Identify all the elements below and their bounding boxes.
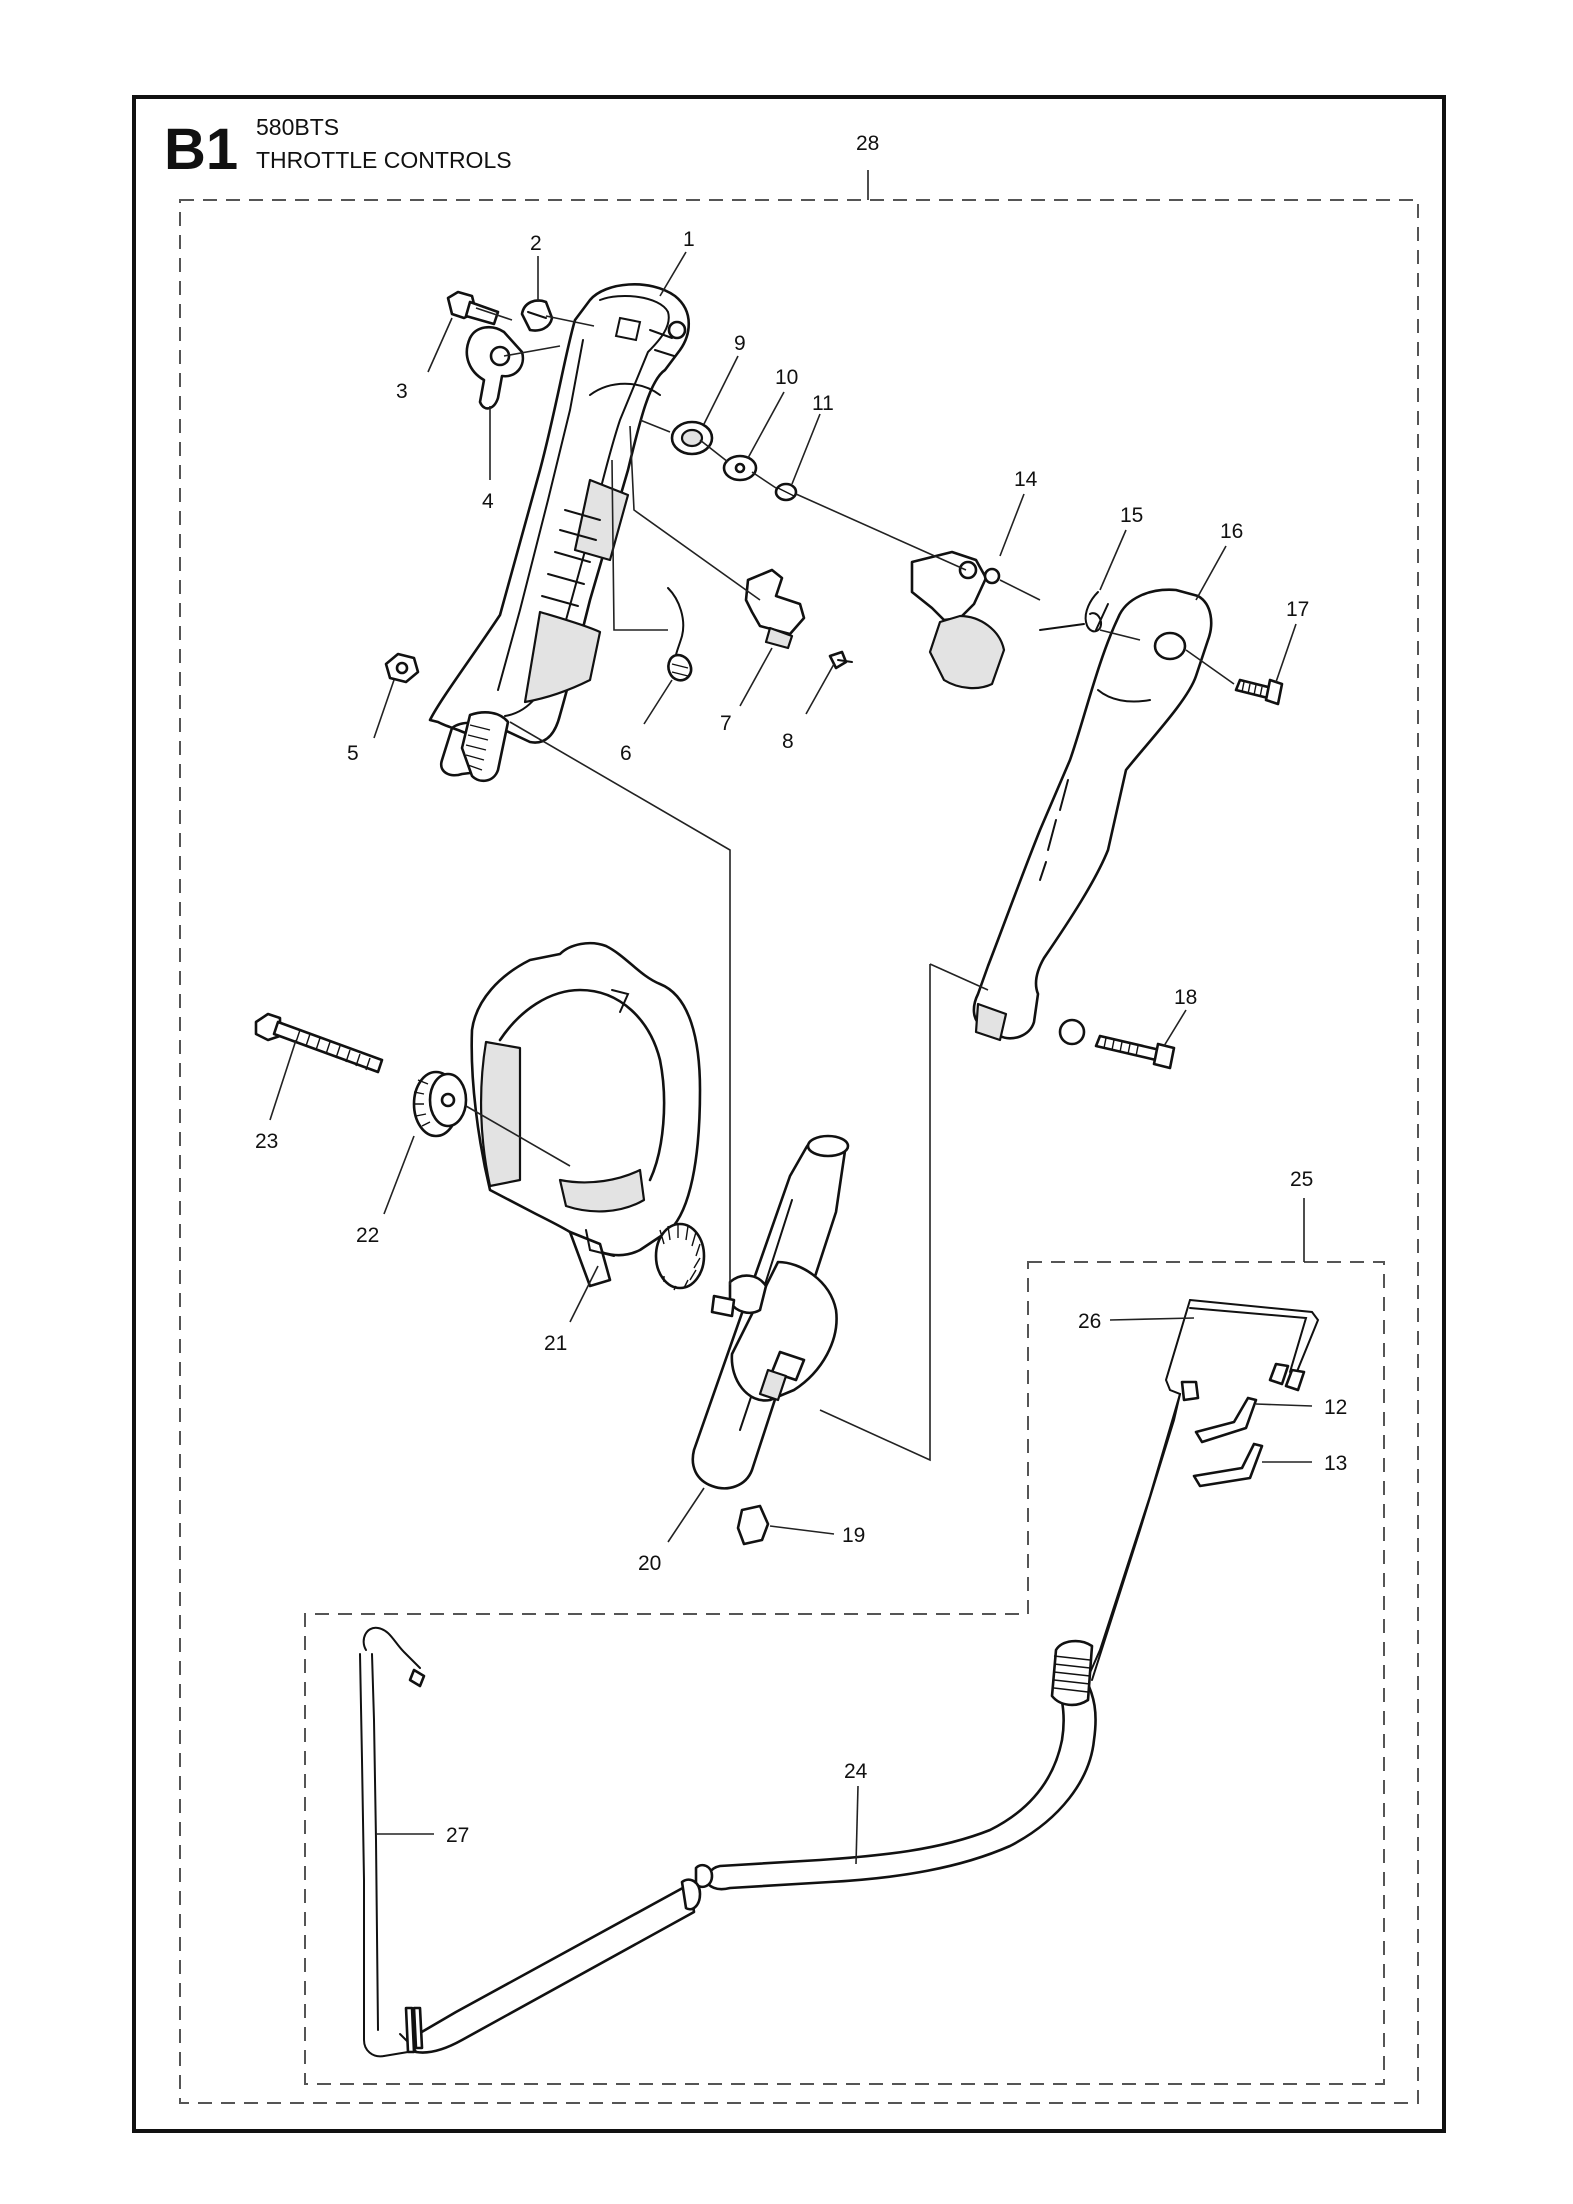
callout-8: 8 xyxy=(782,730,794,753)
callout-26: 26 xyxy=(1078,1310,1101,1333)
callout-leader-17 xyxy=(1275,623,1297,683)
callout-leader-15 xyxy=(1099,529,1127,591)
part-3-pin xyxy=(446,290,500,326)
callout-leader-8 xyxy=(805,663,835,715)
callout-21: 21 xyxy=(544,1332,567,1355)
callout-12: 12 xyxy=(1324,1396,1347,1419)
callout-leader-22 xyxy=(383,1135,415,1215)
assembly-line-1 xyxy=(475,307,595,357)
callout-17: 17 xyxy=(1286,598,1309,621)
assembly-line-3 xyxy=(629,425,761,601)
callout-leader-16 xyxy=(1195,545,1227,601)
part-9-bushing xyxy=(670,420,714,456)
callout-5: 5 xyxy=(347,742,359,765)
assembly-28-outline xyxy=(179,199,1419,2104)
part-17-screw xyxy=(1234,678,1284,706)
callout-leader-3 xyxy=(427,317,453,373)
callout-leader-9 xyxy=(703,355,739,425)
part-6-spring xyxy=(667,587,693,682)
part-24-throttle-cable xyxy=(694,1639,1097,1891)
callout-28: 28 xyxy=(856,132,879,155)
callout-leader-26 xyxy=(1109,1317,1195,1321)
callout-18: 18 xyxy=(1174,986,1197,1009)
model-name: 580BTS xyxy=(256,114,339,140)
part-18-screw xyxy=(1094,1034,1176,1070)
assembly-line-2 xyxy=(639,419,1235,685)
callout-11: 11 xyxy=(812,392,834,415)
part-26-wire-harness xyxy=(1077,1299,1320,1701)
callout-leader-21 xyxy=(569,1265,599,1323)
part-7-throttle-lock xyxy=(744,568,806,650)
assembly-line-8 xyxy=(465,1105,571,1167)
part-1-handle-housing xyxy=(428,283,690,783)
assembly-line-6 xyxy=(819,964,931,1462)
callout-leader-10 xyxy=(747,391,785,459)
callout-14: 14 xyxy=(1014,468,1038,491)
assembly-line-5 xyxy=(509,721,731,1285)
part-14-throttle-trigger xyxy=(910,550,1006,690)
part-22-knob xyxy=(412,1070,468,1138)
callout-leader-5 xyxy=(373,679,395,739)
assembly-25-outline xyxy=(304,1261,1385,2085)
callout-leader-11 xyxy=(791,413,821,485)
callout-7: 7 xyxy=(720,712,732,735)
callout-leader-23 xyxy=(269,1039,297,1121)
part-19-nut xyxy=(736,1504,770,1546)
callout-leader-19 xyxy=(769,1525,835,1535)
callout-leader-1 xyxy=(659,251,687,297)
section-code: B1 xyxy=(164,117,238,182)
callout-leader-14 xyxy=(999,493,1025,557)
callout-leader-7 xyxy=(739,647,773,707)
callout-22: 22 xyxy=(356,1224,379,1247)
part-11-lock-washer xyxy=(774,482,798,502)
callout-16: 16 xyxy=(1220,520,1243,543)
assembly-line-4 xyxy=(611,459,668,631)
part-15-torsion-spring xyxy=(1039,591,1109,633)
callout-2: 2 xyxy=(530,232,542,255)
callout-20: 20 xyxy=(638,1552,661,1575)
part-27-cable-end xyxy=(359,1626,702,2058)
part-23-bolt xyxy=(254,1012,384,1074)
callout-13: 13 xyxy=(1324,1452,1347,1475)
part-21-clamp-bracket xyxy=(470,941,706,1291)
part-13-terminal xyxy=(1192,1442,1264,1488)
part-16-rear-handle xyxy=(972,588,1213,1046)
callout-3: 3 xyxy=(396,380,408,403)
callout-10: 10 xyxy=(775,366,798,389)
callout-15: 15 xyxy=(1120,504,1143,527)
callout-24: 24 xyxy=(844,1760,868,1783)
callout-25: 25 xyxy=(1290,1168,1313,1191)
part-4-lockout-lever xyxy=(465,325,525,410)
callout-4: 4 xyxy=(482,490,494,513)
part-12-terminal xyxy=(1194,1396,1258,1444)
part-5-nut xyxy=(384,652,420,684)
callout-23: 23 xyxy=(255,1130,278,1153)
callout-9: 9 xyxy=(734,332,746,355)
callout-leader-6 xyxy=(643,679,673,725)
callout-leader-24 xyxy=(855,1785,859,1865)
assembly-line-7 xyxy=(929,963,989,991)
section-title: THROTTLE CONTROLS xyxy=(256,147,512,173)
part-10-washer xyxy=(722,454,758,482)
callout-1: 1 xyxy=(683,228,695,251)
callout-leader-18 xyxy=(1163,1009,1187,1047)
callout-19: 19 xyxy=(842,1524,865,1547)
callout-27: 27 xyxy=(446,1824,469,1847)
callout-6: 6 xyxy=(620,742,632,765)
page-frame xyxy=(132,95,1446,2133)
callout-leader-20 xyxy=(667,1487,705,1543)
part-20-handle-tube xyxy=(691,1134,850,1490)
callout-leader-12 xyxy=(1255,1403,1313,1407)
